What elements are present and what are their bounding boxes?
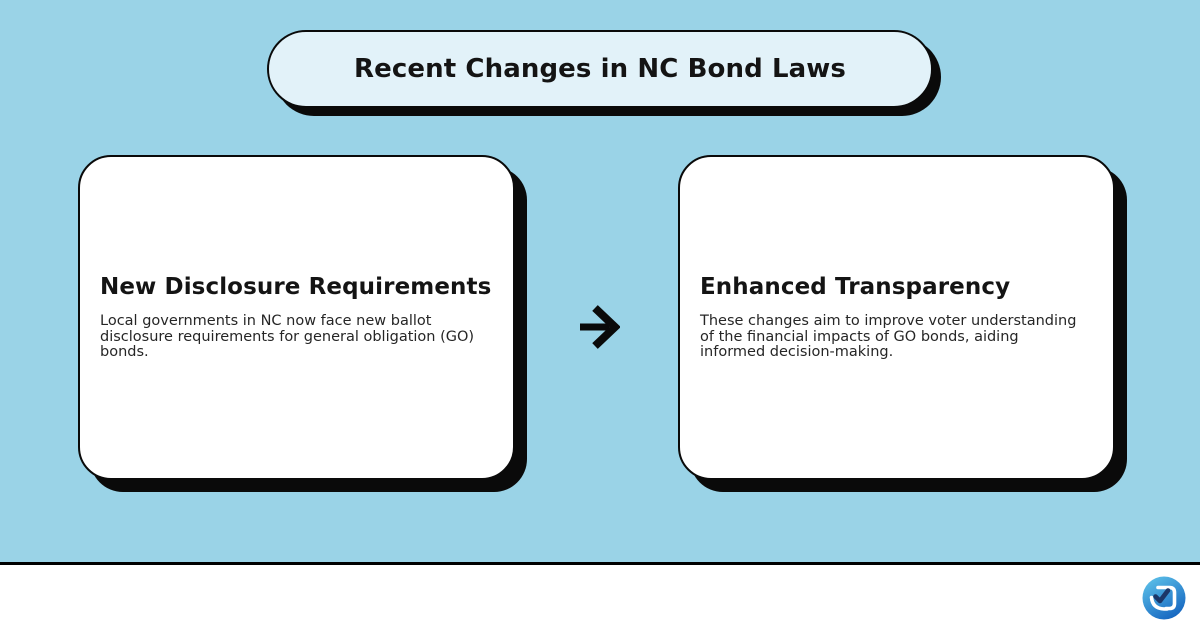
- card-enhanced-transparency: Enhanced Transparency These changes aim …: [678, 155, 1115, 480]
- card-heading: New Disclosure Requirements: [100, 273, 492, 300]
- card-new-disclosure-requirements: New Disclosure Requirements Local govern…: [78, 155, 515, 480]
- page-title: Recent Changes in NC Bond Laws: [354, 54, 846, 84]
- title-banner: Recent Changes in NC Bond Laws: [267, 30, 933, 108]
- footer-bar: [0, 562, 1200, 630]
- card-body: These changes aim to improve voter under…: [700, 312, 1077, 361]
- card-body: Local governments in NC now face new bal…: [100, 312, 475, 361]
- card-heading: Enhanced Transparency: [700, 273, 1011, 300]
- arrow-right-icon: [578, 303, 621, 351]
- check-document-logo-icon: [1142, 576, 1186, 620]
